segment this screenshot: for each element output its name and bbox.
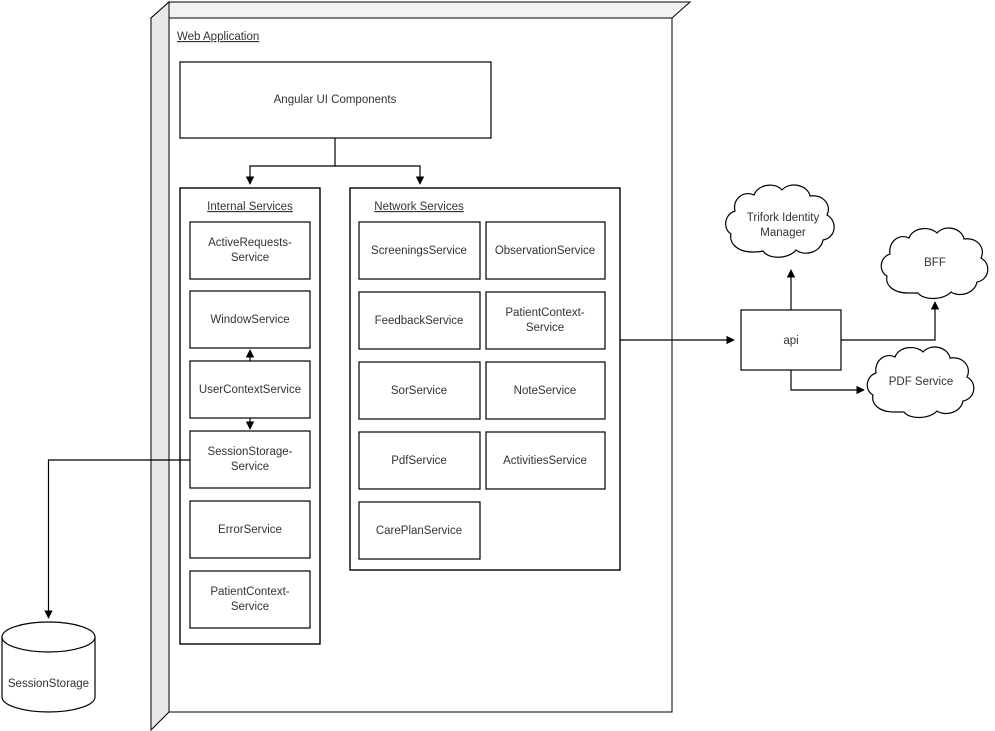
connector-api-to-bff (841, 301, 940, 341)
service-box[interactable] (485, 291, 606, 350)
service-node-sorservice[interactable]: SorService (358, 361, 481, 420)
service-label: ErrorService (218, 524, 282, 536)
service-box[interactable] (358, 221, 481, 280)
cylinder-body[interactable] (1, 637, 96, 713)
service-box[interactable] (358, 431, 481, 490)
network-services-group: Network Services ScreeningsService Obser… (349, 187, 621, 571)
ui-to-groups-connector (245, 138, 425, 185)
service-label: PdfService (391, 455, 447, 467)
cloud-label: PDF Service (889, 376, 954, 388)
cloud-shape[interactable] (880, 227, 989, 300)
service-label-line1: SessionStorage- (207, 446, 292, 458)
service-label: FeedbackService (375, 315, 464, 327)
api-node[interactable]: api (740, 309, 842, 371)
cloud-shape[interactable] (725, 184, 835, 258)
container-left-face (150, 0, 170, 731)
service-label-line1: ActiveRequests- (208, 237, 292, 249)
service-label: SorService (391, 385, 447, 397)
connector-api-to-pdf-service (790, 370, 865, 395)
cylinder-top[interactable] (1, 621, 96, 653)
service-box[interactable] (189, 221, 311, 280)
service-label-line2: Service (231, 461, 269, 473)
service-label-line2: Service (231, 601, 269, 613)
service-node-observationservice[interactable]: ObservationService (485, 221, 606, 280)
service-label: ActivitiesService (503, 455, 587, 467)
service-box[interactable] (485, 431, 606, 490)
session-storage-label: SessionStorage (8, 678, 89, 690)
service-box[interactable] (358, 361, 481, 420)
connector-ui-to-internal-services (245, 138, 336, 185)
cloud-shape[interactable] (866, 346, 975, 419)
service-node-activitiesservice[interactable]: ActivitiesService (485, 431, 606, 490)
service-box[interactable] (358, 501, 481, 560)
service-label: ScreeningsService (371, 245, 467, 257)
service-node-feedbackservice[interactable]: FeedbackService (358, 291, 481, 350)
service-node-windowservice[interactable]: WindowService (189, 290, 311, 349)
internal-services-group: Internal Services ActiveRequests- Servic… (179, 187, 321, 645)
service-node-usercontextservice[interactable]: UserContextService (189, 360, 311, 419)
service-box[interactable] (189, 290, 311, 349)
container-label: Web Application (177, 31, 259, 43)
service-label: WindowService (210, 314, 289, 326)
network-services-title: Network Services (374, 201, 464, 213)
service-label: NoteService (514, 385, 577, 397)
angular-ui-components-label: Angular UI Components (274, 94, 397, 106)
service-label-line1: PatientContext- (505, 307, 584, 319)
service-label: CarePlanService (376, 525, 462, 537)
service-label-line1: PatientContext- (210, 586, 289, 598)
service-node-screeningsservice[interactable]: ScreeningsService (358, 221, 481, 280)
cloud-node-trifork-identity-manager[interactable]: Trifork Identity Manager (725, 184, 835, 258)
connector-ui-to-network-services (335, 165, 425, 185)
cloud-label: BFF (924, 257, 946, 269)
angular-ui-components-box[interactable] (179, 61, 492, 139)
angular-ui-components-node[interactable]: Angular UI Components (179, 61, 492, 139)
cloud-node-bff[interactable]: BFF (880, 227, 989, 300)
cloud-node-pdf-service[interactable]: PDF Service (866, 346, 975, 419)
service-box[interactable] (189, 500, 311, 559)
service-box[interactable] (485, 361, 606, 420)
service-box[interactable] (189, 430, 311, 489)
service-node-patientcontext-service-internal[interactable]: PatientContext- Service (189, 570, 311, 629)
api-label: api (783, 335, 798, 347)
cloud-label-line1: Trifork Identity (747, 212, 820, 224)
service-label: ObservationService (495, 245, 595, 257)
service-node-errorservice[interactable]: ErrorService (189, 500, 311, 559)
service-box[interactable] (189, 570, 311, 629)
connector-sessionstorageservice-to-sessionstorage (44, 459, 190, 619)
service-label: UserContextService (199, 384, 301, 396)
service-node-patientcontext-service-network[interactable]: PatientContext- Service (485, 291, 606, 350)
service-node-activerequests-service[interactable]: ActiveRequests- Service (189, 221, 311, 280)
service-node-careplanservice[interactable]: CarePlanService (358, 501, 481, 560)
service-node-noteservice[interactable]: NoteService (485, 361, 606, 420)
service-node-pdfservice[interactable]: PdfService (358, 431, 481, 490)
internal-services-title: Internal Services (207, 201, 293, 213)
service-label-line2: Service (231, 252, 269, 264)
service-box[interactable] (485, 221, 606, 280)
service-label-line2: Service (526, 322, 564, 334)
service-box[interactable] (358, 291, 481, 350)
service-node-sessionstorage-service[interactable]: SessionStorage- Service (189, 430, 311, 489)
cloud-label-line2: Manager (760, 227, 806, 239)
container-top-face (149, 1, 692, 19)
session-storage-datastore[interactable]: SessionStorage (1, 621, 96, 713)
